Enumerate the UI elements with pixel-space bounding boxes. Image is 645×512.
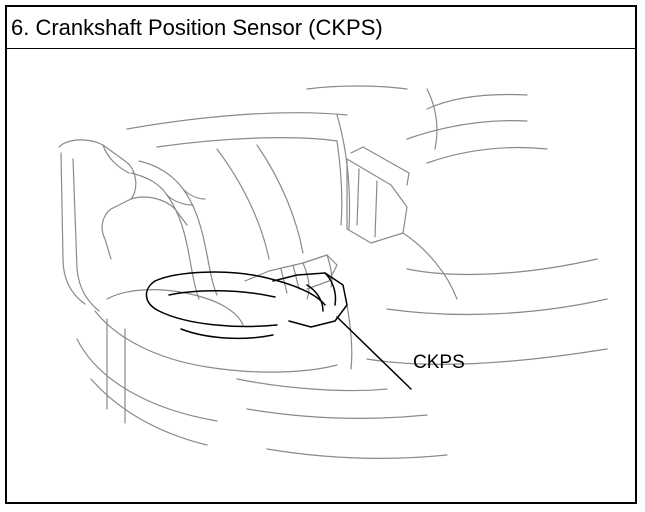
right-bracket-outline <box>346 158 408 244</box>
page-title: 6. Crankshaft Position Sensor (CKPS) <box>11 14 383 40</box>
ckps-callout-label: CKPS <box>413 352 465 373</box>
ckps-sensor-body <box>272 272 348 328</box>
engine-illustration <box>58 85 608 459</box>
hose-outline <box>130 172 200 300</box>
diagram-frame: 6. Crankshaft Position Sensor (CKPS) <box>5 5 637 504</box>
ckps-leader-line <box>336 316 412 390</box>
title-bar: 6. Crankshaft Position Sensor (CKPS) <box>7 7 635 49</box>
wire-harness-loop <box>154 271 326 306</box>
left-mount-outline <box>58 139 137 260</box>
left-mount-edge <box>60 152 86 305</box>
